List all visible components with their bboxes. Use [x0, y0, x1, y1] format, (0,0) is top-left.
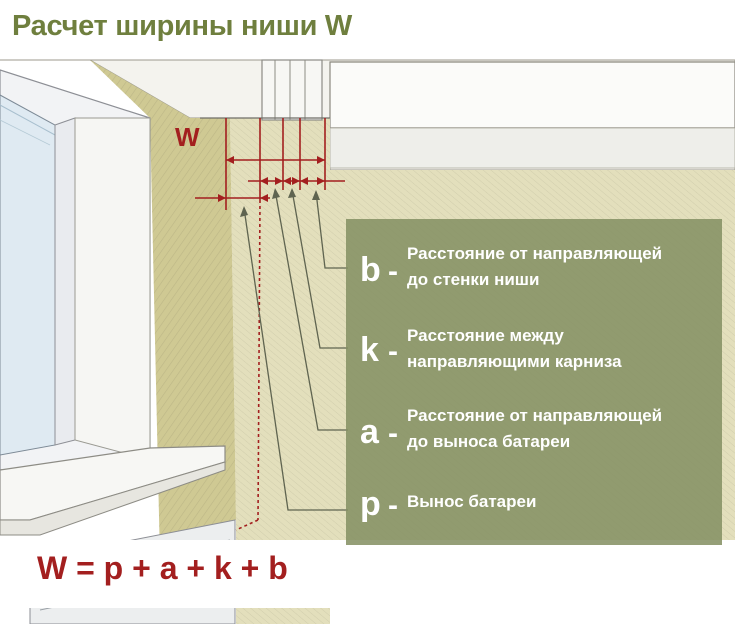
legend-dash: -	[388, 417, 398, 450]
formula-box: W = p + a + k + b	[29, 540, 340, 608]
cornice-bracket	[261, 59, 323, 121]
bulkhead	[329, 61, 735, 129]
legend-line: до выноса батареи	[407, 432, 571, 451]
legend-item-p: p - Вынос батареи	[346, 483, 722, 543]
legend-description: Расстояние от направляющей до стенки ниш…	[407, 241, 719, 293]
legend-panel: b - Расстояние от направляющей до стенки…	[346, 219, 722, 545]
legend-description: Расстояние между направляющими карниза	[407, 323, 719, 375]
legend-letter: k	[360, 331, 379, 369]
page-title: Расчет ширины ниши W	[12, 10, 352, 42]
legend-line: Вынос батареи	[407, 492, 537, 511]
legend-line: Расстояние между	[407, 326, 564, 345]
legend-line: до стенки ниши	[407, 270, 540, 289]
legend-item-b: b - Расстояние от направляющей до стенки…	[346, 241, 722, 301]
legend-dash: -	[388, 489, 398, 522]
legend-letter: a	[360, 413, 379, 451]
formula-text: W = p + a + k + b	[37, 550, 288, 586]
legend-dash: -	[388, 255, 398, 288]
leader-lines	[243, 189, 348, 511]
legend-letter: p	[360, 485, 381, 523]
legend-letter: b	[360, 251, 381, 289]
legend-line: Расстояние от направляющей	[407, 406, 663, 425]
legend-description: Расстояние от направляющей до выноса бат…	[407, 403, 719, 455]
dimension-label-w: W	[175, 122, 200, 152]
legend-line: Расстояние от направляющей	[407, 244, 663, 263]
window-glass	[0, 94, 56, 456]
bulkhead-underside	[329, 127, 735, 169]
legend-line: направляющими карниза	[407, 352, 622, 371]
window-reveal	[74, 117, 151, 461]
dimension-arrows	[218, 156, 325, 202]
legend-item-a: a - Расстояние от направляющей до выноса…	[346, 403, 722, 463]
window-sash	[54, 117, 76, 446]
leader-arrowheads	[240, 188, 320, 217]
legend-dash: -	[388, 335, 398, 368]
legend-item-k: k - Расстояние между направляющими карни…	[346, 323, 722, 383]
legend-description: Вынос батареи	[407, 489, 719, 515]
